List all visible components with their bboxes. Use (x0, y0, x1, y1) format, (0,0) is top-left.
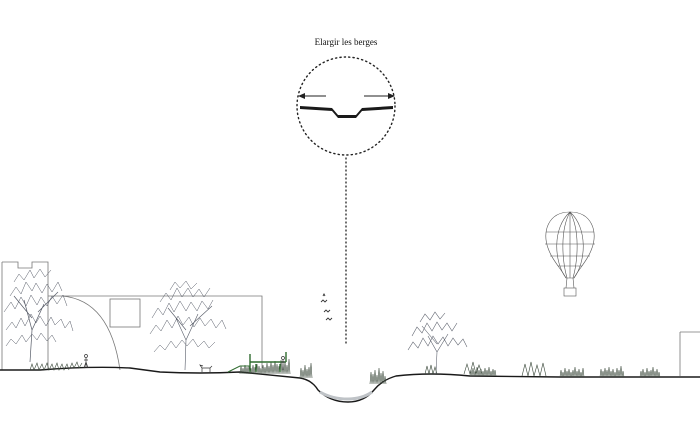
tree-icon (149, 280, 227, 371)
shrubs (29, 361, 547, 377)
background-buildings (1, 261, 700, 376)
dog-icon (199, 364, 213, 372)
bank-widening-icon (296, 56, 396, 156)
bench-icon (227, 352, 287, 373)
tree-icon (3, 268, 74, 363)
birds-icon (320, 292, 333, 321)
ground-profile (0, 366, 700, 403)
diagram-caption: Elargir les berges (314, 37, 378, 47)
grass (239, 358, 661, 385)
hot-air-balloon-icon (545, 211, 595, 297)
people (83, 354, 285, 370)
tree-icon (407, 311, 468, 375)
